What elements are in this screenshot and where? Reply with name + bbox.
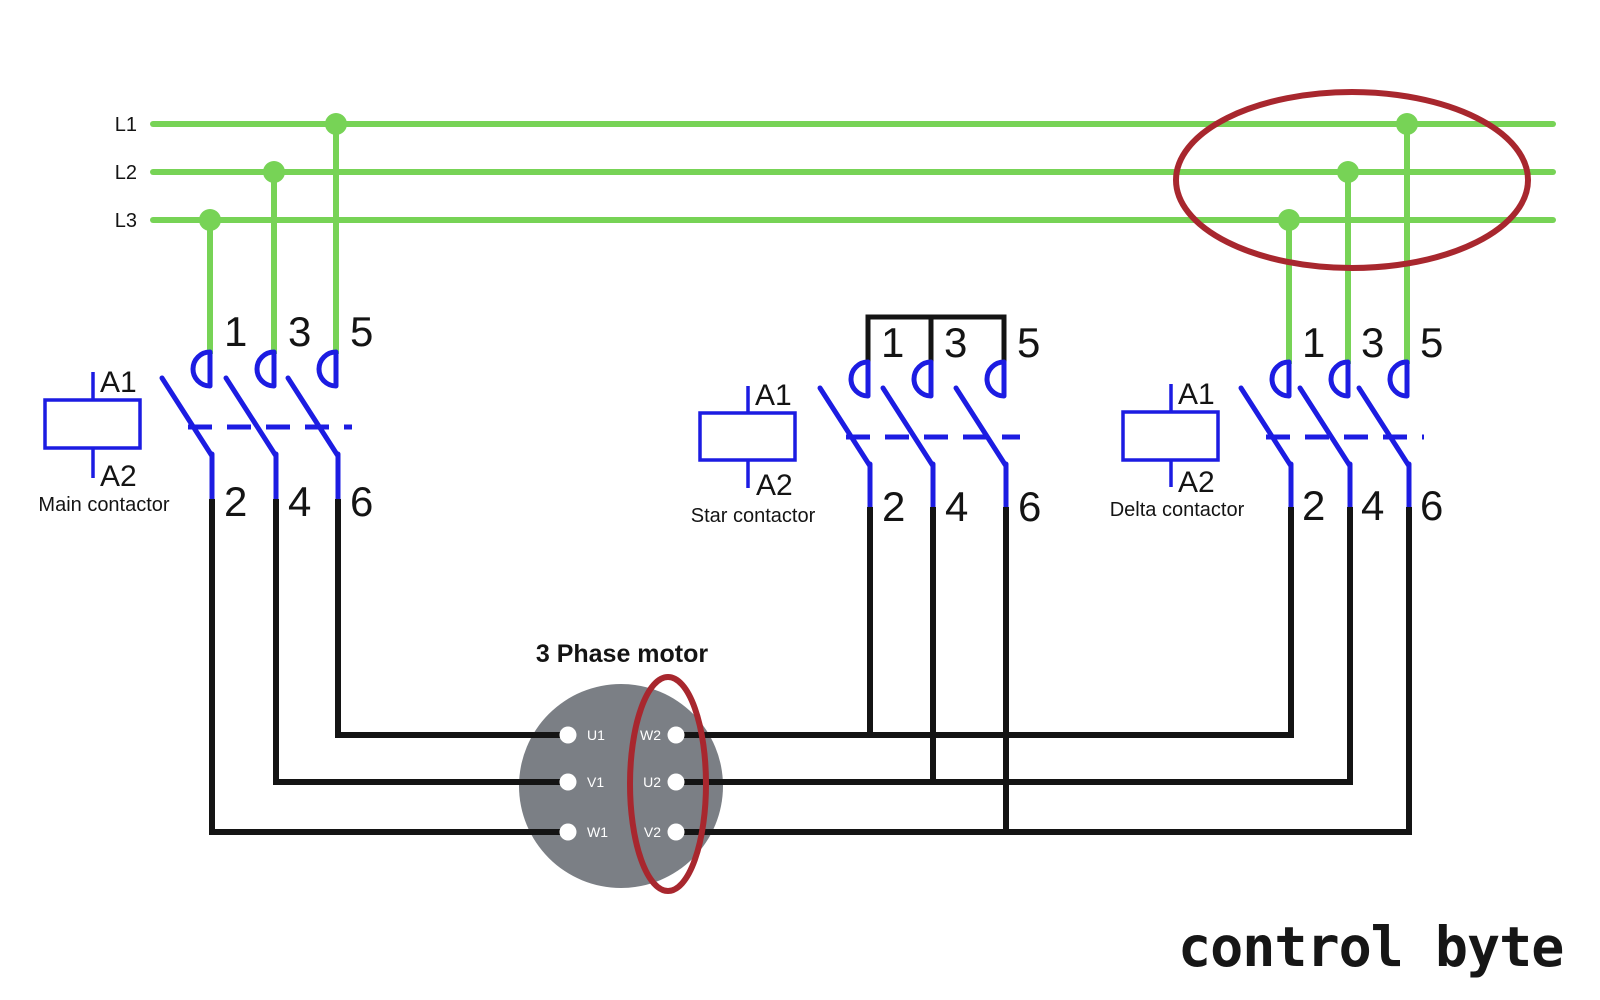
motor-terminal-label-U1: U1 xyxy=(587,727,605,743)
power-lines: L1 L2 L3 xyxy=(115,114,1556,232)
junction-dot-L1-main xyxy=(325,113,347,135)
star-point-bridge xyxy=(865,314,1007,364)
star-contactor-name: Star contactor xyxy=(691,505,816,527)
highlight-ellipse-supply-taps xyxy=(1173,89,1531,271)
highlight-ellipse-motor-terminals xyxy=(627,674,709,894)
terminal-5-label: 5 xyxy=(1017,319,1040,366)
wire-W2-to-delta2 xyxy=(684,507,1294,738)
motor-title: 3 Phase motor xyxy=(536,640,709,668)
coil-symbol xyxy=(698,411,797,462)
motor: 3 Phase motor U1 V1 W1 W2 U2 V2 xyxy=(536,640,709,841)
junction-dot-L3-delta xyxy=(1278,209,1300,231)
motor-terminal-W2 xyxy=(667,726,685,744)
motor-terminal-U1 xyxy=(559,726,577,744)
delta-contactor-coil: A1 A2 Delta contactor xyxy=(1110,378,1245,521)
contact-blade-pole3 xyxy=(223,375,279,459)
contact-blade-pole5 xyxy=(953,385,1009,469)
load-wiring xyxy=(209,499,1412,835)
terminal-2-label: 2 xyxy=(1302,482,1325,529)
wire-main2-to-W1 xyxy=(209,499,561,835)
brand-logo: control byte xyxy=(1178,915,1563,979)
terminal-1-label: 1 xyxy=(1302,319,1325,366)
contact-blade-pole3 xyxy=(1297,385,1353,469)
power-line-label-L2: L2 xyxy=(115,162,137,184)
power-line-label-L3: L3 xyxy=(115,210,137,232)
contact-arc-pole3 xyxy=(1328,359,1351,399)
contact-blade-pole1 xyxy=(1238,385,1294,469)
terminal-2-label: 2 xyxy=(882,483,905,530)
terminal-2-label: 2 xyxy=(224,478,247,525)
terminal-6-label: 6 xyxy=(1018,483,1041,530)
coil-terminal-a1-label: A1 xyxy=(100,366,137,399)
wire-main6-to-U1 xyxy=(335,499,561,738)
delta-contactor-poles xyxy=(1238,359,1424,510)
motor-body-circle xyxy=(519,684,723,888)
coil-terminal-a2-label: A2 xyxy=(1178,466,1215,499)
terminal-3-label: 3 xyxy=(288,308,311,355)
wire-U2-to-delta4 xyxy=(684,507,1353,785)
star-contactor: A1 A2 Star contactor 1 3 5 2 4 6 xyxy=(691,314,1041,530)
wire-V2-to-delta6 xyxy=(684,507,1412,835)
contact-arc-pole1 xyxy=(1269,359,1292,399)
motor-terminal-U2 xyxy=(667,773,685,791)
coil-terminal-a2-label: A2 xyxy=(100,460,137,493)
terminal-3-label: 3 xyxy=(1361,319,1384,366)
terminal-3-label: 3 xyxy=(944,319,967,366)
delta-contactor-name: Delta contactor xyxy=(1110,499,1245,521)
contact-arc-pole5 xyxy=(316,349,339,389)
terminal-5-label: 5 xyxy=(350,308,373,355)
junction-dot-L2-main xyxy=(263,161,285,183)
terminal-1-label: 1 xyxy=(881,319,904,366)
main-contactor-name: Main contactor xyxy=(38,494,170,516)
motor-terminal-V2 xyxy=(667,823,685,841)
coil-terminal-a1-label: A1 xyxy=(1178,378,1215,411)
junction-dot-L2-delta xyxy=(1337,161,1359,183)
motor-terminal-label-U2: U2 xyxy=(643,774,661,790)
coil-terminal-a2-label: A2 xyxy=(756,469,793,502)
star-contactor-poles xyxy=(817,359,1020,510)
contact-blade-pole5 xyxy=(285,375,341,459)
star-contactor-coil: A1 A2 Star contactor xyxy=(691,379,816,527)
contact-arc-pole5 xyxy=(1387,359,1410,399)
motor-terminal-label-W1: W1 xyxy=(587,824,608,840)
terminal-4-label: 4 xyxy=(945,483,968,530)
contact-blade-pole5 xyxy=(1356,385,1412,469)
motor-terminal-label-W2: W2 xyxy=(640,727,661,743)
terminal-6-label: 6 xyxy=(350,478,373,525)
contact-blade-pole1 xyxy=(159,375,215,459)
contact-arc-pole5 xyxy=(984,359,1007,399)
terminal-5-label: 5 xyxy=(1420,319,1443,366)
wire-main4-to-V1 xyxy=(273,499,561,785)
coil-terminal-a1-label: A1 xyxy=(755,379,792,412)
terminal-4-label: 4 xyxy=(1361,482,1384,529)
terminal-1-label: 1 xyxy=(224,308,247,355)
contact-blade-pole1 xyxy=(817,385,873,469)
contact-blade-pole3 xyxy=(880,385,936,469)
main-contactor-feed-taps xyxy=(199,113,347,354)
contact-arc-pole1 xyxy=(190,349,213,389)
star-contactor-terminal-numbers: 1 3 5 2 4 6 xyxy=(881,319,1041,530)
contact-arc-pole3 xyxy=(911,359,934,399)
main-contactor-terminal-numbers: 1 3 5 2 4 6 xyxy=(224,308,373,525)
motor-terminal-W1 xyxy=(559,823,577,841)
main-contactor: A1 A2 Main contactor 1 3 5 2 4 6 xyxy=(38,308,373,525)
motor-terminal-V1 xyxy=(559,773,577,791)
junction-dot-L1-delta xyxy=(1396,113,1418,135)
main-contactor-poles xyxy=(159,349,352,502)
terminal-4-label: 4 xyxy=(288,478,311,525)
power-line-label-L1: L1 xyxy=(115,114,137,136)
motor-terminal-label-V1: V1 xyxy=(587,774,604,790)
motor-terminal-label-V2: V2 xyxy=(644,824,661,840)
terminal-6-label: 6 xyxy=(1420,482,1443,529)
delta-contactor-feed-taps xyxy=(1278,113,1418,364)
contact-arc-pole1 xyxy=(848,359,871,399)
coil-symbol xyxy=(1121,410,1220,462)
delta-contactor: A1 A2 Delta contactor 1 3 5 2 4 6 xyxy=(1110,319,1444,529)
coil-symbol xyxy=(43,398,142,450)
main-contactor-coil: A1 A2 Main contactor xyxy=(38,366,170,516)
delta-contactor-terminal-numbers: 1 3 5 2 4 6 xyxy=(1302,319,1443,529)
junction-dot-L3-main xyxy=(199,209,221,231)
contact-arc-pole3 xyxy=(254,349,277,389)
